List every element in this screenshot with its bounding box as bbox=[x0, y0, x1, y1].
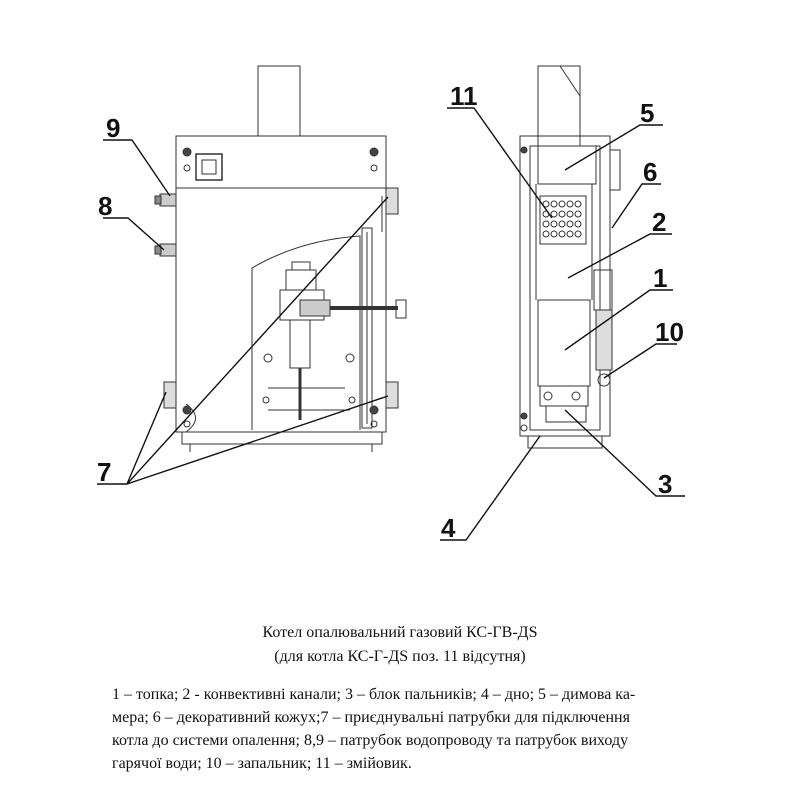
caption-subtitle: (для котла КС-Г-ДS поз. 11 відсутня) bbox=[274, 648, 526, 665]
legend-line-4: гарячої води; 10 – запальник; 11 – змійо… bbox=[112, 755, 412, 772]
callout-4: 4 bbox=[441, 513, 456, 543]
legend-line-2: мера; 6 – декоративний кожух;7 – приєдну… bbox=[112, 709, 630, 726]
callout-1: 1 bbox=[653, 263, 667, 293]
front-view bbox=[154, 65, 407, 452]
callout-2: 2 bbox=[652, 207, 666, 237]
coil bbox=[539, 195, 587, 245]
caption-title: Котел опалювальний газовий КС-ГВ-ДS bbox=[262, 624, 538, 641]
callout-8: 8 bbox=[98, 191, 112, 221]
callout-5: 5 bbox=[640, 98, 654, 128]
legend: 1 – топка; 2 - конвективні канали; 3 – б… bbox=[112, 683, 710, 775]
leader-lines bbox=[97, 107, 685, 541]
side-view bbox=[519, 65, 621, 449]
callout-7: 7 bbox=[97, 457, 111, 487]
legend-line-3: котла до системи опалення; 8,9 – патрубо… bbox=[112, 732, 629, 749]
callout-3: 3 bbox=[658, 469, 672, 499]
callout-10: 10 bbox=[655, 317, 684, 347]
callout-11: 11 bbox=[450, 81, 478, 111]
boiler-diagram: 9 8 7 11 5 6 2 1 10 3 4 bbox=[97, 65, 685, 543]
callout-9: 9 bbox=[106, 113, 120, 143]
callout-6: 6 bbox=[643, 157, 657, 187]
legend-line-1: 1 – топка; 2 - конвективні канали; 3 – б… bbox=[112, 686, 636, 703]
